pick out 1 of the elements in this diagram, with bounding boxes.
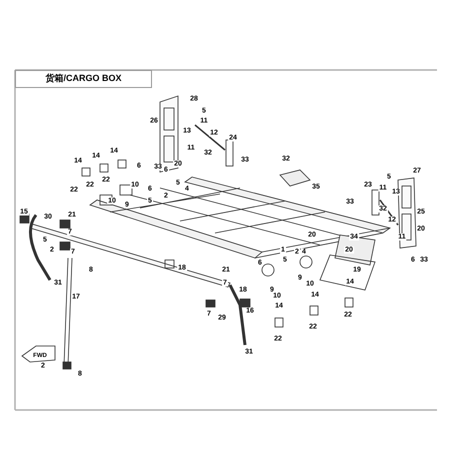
title: 货箱/CARGO BOX bbox=[45, 72, 122, 86]
